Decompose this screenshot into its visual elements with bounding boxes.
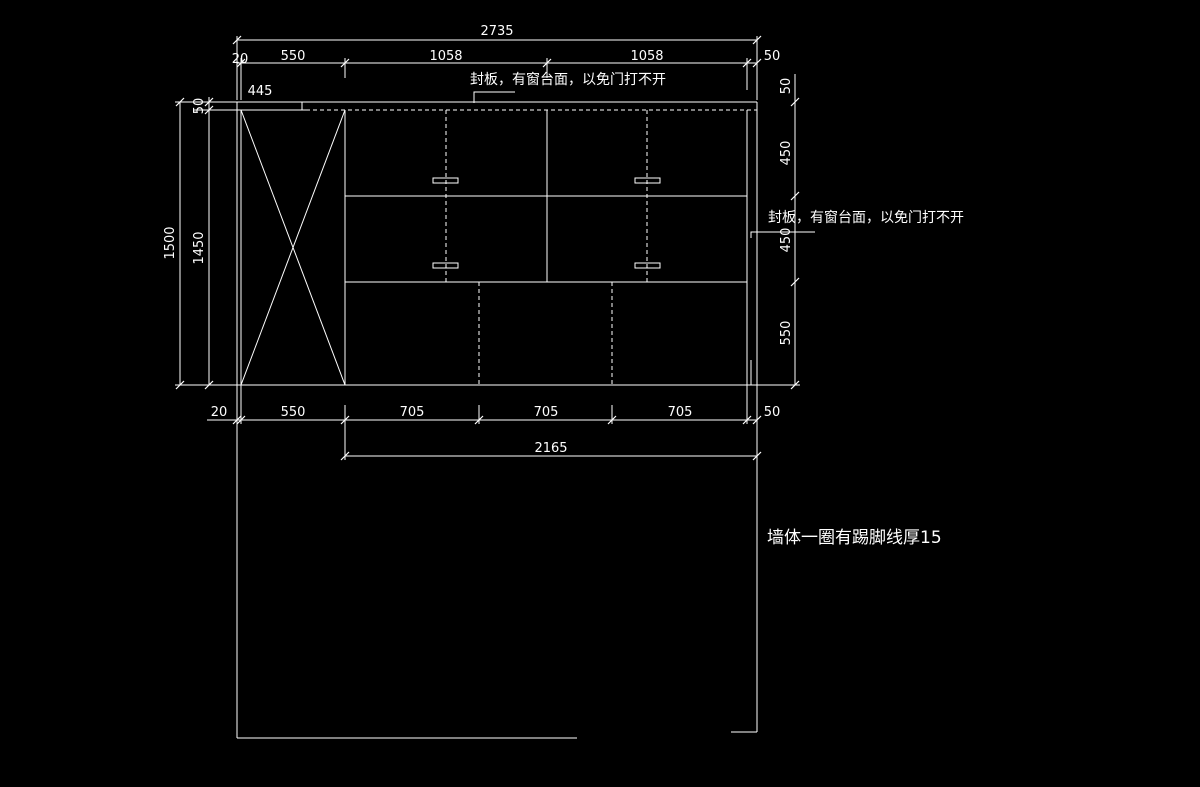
door-handle bbox=[634, 262, 661, 269]
dim-tick bbox=[232, 35, 242, 45]
dim-text-705: 705 bbox=[534, 405, 559, 420]
dim-tick bbox=[790, 191, 800, 201]
dim-tick bbox=[175, 380, 185, 390]
dim-text-1450: 1450 bbox=[192, 231, 207, 264]
dim-text-1058: 1058 bbox=[630, 49, 663, 64]
dim-text-550: 550 bbox=[281, 405, 306, 420]
dim-text-705: 705 bbox=[668, 405, 693, 420]
dim-text-450: 450 bbox=[779, 228, 794, 253]
dim-text-50: 50 bbox=[764, 405, 781, 420]
dim-text-2165: 2165 bbox=[534, 441, 567, 456]
dim-tick bbox=[542, 58, 552, 68]
dim-tick bbox=[204, 380, 214, 390]
dim-tick bbox=[742, 415, 752, 425]
dim-tick bbox=[790, 380, 800, 390]
dim-tick bbox=[340, 451, 350, 461]
dim-tick bbox=[790, 277, 800, 287]
note-text: 封板，有窗台面，以免门打不开 bbox=[768, 209, 964, 226]
left-dimension-chain: 1500 1450 50 bbox=[163, 97, 237, 390]
dim-text-50: 50 bbox=[192, 98, 207, 115]
dim-text-50: 50 bbox=[764, 49, 781, 64]
baseboard-note: 墙体一圈有踢脚线厚15 bbox=[767, 528, 942, 548]
dim-text-20: 20 bbox=[232, 52, 249, 67]
dim-text-total: 2735 bbox=[480, 24, 513, 39]
dim-text-550: 550 bbox=[779, 321, 794, 346]
dim-tick bbox=[204, 97, 214, 107]
dim-tick bbox=[607, 415, 617, 425]
dim-text-1058: 1058 bbox=[429, 49, 462, 64]
dim-text-450: 450 bbox=[779, 141, 794, 166]
dim-tick bbox=[340, 58, 350, 68]
right-annotation: 封板，有窗台面，以免门打不开 bbox=[750, 209, 964, 238]
dim-tick bbox=[790, 97, 800, 107]
dim-tick bbox=[752, 35, 762, 45]
dim-tick bbox=[752, 451, 762, 461]
dim-tick bbox=[752, 415, 762, 425]
dim-tick bbox=[175, 97, 185, 107]
dim-tick bbox=[232, 415, 242, 425]
dim-tick bbox=[752, 58, 762, 68]
cabinet-body bbox=[236, 101, 758, 386]
right-dimension-chain: 50 450 450 550 bbox=[757, 74, 800, 390]
leader-line bbox=[473, 91, 515, 103]
door-handle bbox=[634, 177, 661, 184]
bottom-dimension-chain: 20 550 705 705 705 50 2165 bbox=[207, 385, 781, 461]
dim-tick bbox=[474, 415, 484, 425]
dim-tick bbox=[236, 415, 246, 425]
door-handle bbox=[432, 262, 459, 269]
tall-unit-cross bbox=[240, 109, 346, 386]
dim-text-20: 20 bbox=[211, 405, 228, 420]
dim-text-550: 550 bbox=[281, 49, 306, 64]
leader-line bbox=[750, 231, 815, 238]
top-dimension-chain: 2735 20 550 1058 1058 50 445 bbox=[232, 24, 781, 100]
dim-tick bbox=[340, 415, 350, 425]
dim-text-50: 50 bbox=[779, 78, 794, 95]
dim-tick bbox=[742, 58, 752, 68]
dim-text-445: 445 bbox=[248, 84, 273, 99]
dim-text-1500: 1500 bbox=[163, 226, 178, 259]
door-handle bbox=[432, 177, 459, 184]
room-outline bbox=[236, 424, 758, 739]
note-text: 封板，有窗台面，以免门打不开 bbox=[470, 71, 666, 88]
top-annotation: 封板，有窗台面，以免门打不开 bbox=[470, 71, 666, 103]
dim-text-705: 705 bbox=[400, 405, 425, 420]
dim-tick bbox=[236, 58, 246, 68]
dim-tick bbox=[204, 105, 214, 115]
